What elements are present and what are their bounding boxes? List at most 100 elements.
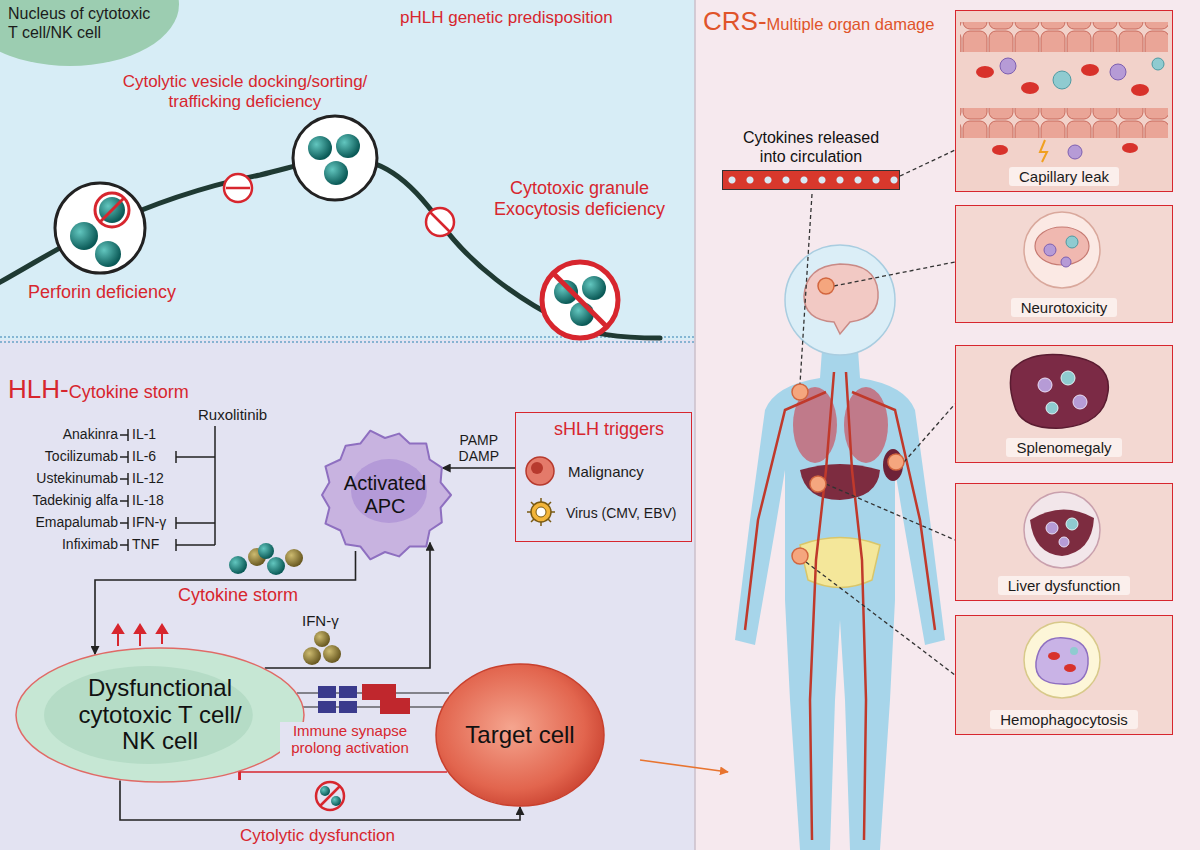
panel-title: Cytokine storm bbox=[69, 382, 189, 403]
spleen-illustration-part bbox=[1038, 378, 1052, 392]
spleen-illustration-part bbox=[1046, 402, 1058, 414]
organ-label: Neurotoxicity bbox=[1011, 298, 1118, 317]
connector bbox=[239, 771, 447, 773]
drug-inhibition-lines-part bbox=[127, 473, 129, 485]
free-label: Immune synapse prolong activation bbox=[280, 722, 420, 757]
free-label: Anakinra bbox=[4, 426, 118, 442]
organ-box-grounds bbox=[955, 10, 1173, 735]
leader-lines-part bbox=[826, 484, 955, 540]
drug-inhibition-lines-part bbox=[120, 456, 128, 458]
block-symbols bbox=[224, 174, 454, 236]
trigger-box: sHLH triggersMalignancyVirus (CMV, EBV) bbox=[515, 412, 692, 542]
text-slot: Cytokine storm bbox=[178, 585, 298, 606]
capillary-illustration-part bbox=[960, 108, 1168, 138]
text-slot: Malignancy bbox=[568, 463, 644, 480]
trigger-icons-part bbox=[531, 462, 543, 474]
free-label: IFN-γ bbox=[132, 514, 166, 530]
node-label: Virus (CMV, EBV) bbox=[566, 505, 676, 521]
capillary-illustration-part bbox=[1152, 58, 1164, 70]
trafficking-vesicle-part bbox=[293, 116, 377, 200]
neuro-illustration bbox=[1024, 212, 1100, 288]
text-slot: IL-1 bbox=[132, 426, 156, 442]
text-slot: Ruxolitinib bbox=[198, 406, 267, 423]
trafficking-vesicle bbox=[293, 116, 377, 200]
text-slot: IL-12 bbox=[132, 470, 164, 486]
vessel-strip bbox=[722, 170, 900, 190]
text-slot: IL-6 bbox=[132, 448, 156, 464]
exocytosis-vesicle-part bbox=[570, 302, 594, 326]
human-body-part bbox=[735, 350, 945, 850]
human-body-part-part bbox=[810, 372, 834, 840]
organ-label: Hemophagocytosis bbox=[990, 710, 1138, 729]
text-slot: IFN-γ bbox=[132, 514, 166, 530]
trigger-icons-part-part bbox=[531, 502, 551, 522]
node-label: sHLH triggers bbox=[554, 419, 664, 440]
organ-box: Splenomegaly bbox=[955, 345, 1173, 463]
trigger-icons bbox=[526, 457, 555, 526]
perforin-vesicle-part bbox=[99, 197, 125, 223]
exocytosis-vesicle-part bbox=[542, 262, 618, 338]
cytolytic-icon-part bbox=[331, 796, 341, 806]
human-body-part bbox=[785, 245, 895, 355]
text-slot: Infiximab bbox=[4, 536, 118, 552]
capillary-illustration-part bbox=[1040, 140, 1047, 162]
human-body-part bbox=[800, 464, 880, 500]
capillary-illustration-part bbox=[1122, 143, 1138, 153]
drug-inhibition-lines-part bbox=[120, 478, 128, 480]
hemophagocytosis-illustration bbox=[1024, 622, 1100, 698]
human-body-part bbox=[804, 264, 878, 334]
liver-illustration-part bbox=[1059, 537, 1069, 547]
panel-grounds-part bbox=[0, 340, 695, 850]
cell-label: Dysfunctional cytotoxic T cell/ NK cell bbox=[73, 675, 248, 756]
trigger-icons-part bbox=[536, 507, 546, 517]
text-slot: Immune synapse prolong activation bbox=[280, 722, 420, 757]
block-symbols-part bbox=[430, 212, 450, 232]
trafficking-vesicle-part bbox=[308, 136, 332, 160]
perforin-vesicle-part bbox=[55, 183, 145, 273]
connector bbox=[640, 760, 728, 772]
capillary-illustration-part bbox=[1068, 145, 1082, 159]
text-slot: TNF bbox=[132, 536, 159, 552]
capillary-illustration-part bbox=[1000, 58, 1016, 74]
organ-box-grounds-part bbox=[955, 10, 1173, 192]
immune-synapse-part bbox=[318, 686, 336, 698]
leader-lines-part bbox=[900, 150, 955, 176]
perforin-vesicle-part bbox=[95, 193, 129, 227]
capillary-illustration-part bbox=[1021, 82, 1039, 94]
cytolytic-icon-part bbox=[320, 786, 340, 806]
text-slot: Tadekinig alfa bbox=[4, 492, 118, 508]
capillary-illustration bbox=[960, 22, 1168, 162]
cytolytic-icon bbox=[316, 782, 344, 810]
text-slot: Cytolytic vesicle docking/sorting/ traff… bbox=[95, 72, 395, 112]
leader-lines-part bbox=[834, 262, 955, 286]
apc-cell: Activated APC bbox=[318, 425, 452, 565]
spleen-illustration-part bbox=[1073, 395, 1087, 409]
neuro-illustration-part bbox=[1061, 257, 1071, 267]
leader-lines-part bbox=[800, 194, 812, 384]
hemophagocytosis-illustration-part bbox=[1024, 622, 1100, 698]
organ-label: Liver dysfunction bbox=[998, 576, 1131, 595]
organ-box-grounds-part bbox=[955, 483, 1173, 601]
human-body-part-part bbox=[745, 392, 826, 630]
title-row: HLH-Cytokine storm bbox=[8, 374, 189, 405]
cytokine-balls-part bbox=[314, 631, 330, 647]
free-label: IL-1 bbox=[132, 426, 156, 442]
organ-label: Splenomegaly bbox=[1006, 438, 1121, 457]
connector bbox=[120, 780, 520, 820]
text-slot: Nucleus of cytotoxic T cell/NK cell bbox=[8, 4, 160, 42]
cytolytic-icon-part bbox=[316, 782, 344, 810]
exocytosis-vesicle bbox=[542, 262, 618, 338]
activation-arrows-part bbox=[157, 625, 167, 633]
spleen-illustration bbox=[1010, 355, 1108, 429]
drug-inhibition-lines-part bbox=[127, 429, 129, 441]
tcell-ellipse-shape bbox=[16, 648, 304, 782]
neuro-illustration-part bbox=[1066, 236, 1078, 248]
panel-title: Multiple organ damage bbox=[767, 15, 935, 34]
text-slot: Splenomegaly bbox=[956, 438, 1172, 457]
immune-synapse-part bbox=[339, 701, 357, 713]
drug-inhibition-lines-part bbox=[127, 495, 129, 507]
organ-dots-part bbox=[810, 476, 826, 492]
cytolytic-icon-part bbox=[320, 786, 330, 796]
human-body-part bbox=[745, 372, 935, 840]
